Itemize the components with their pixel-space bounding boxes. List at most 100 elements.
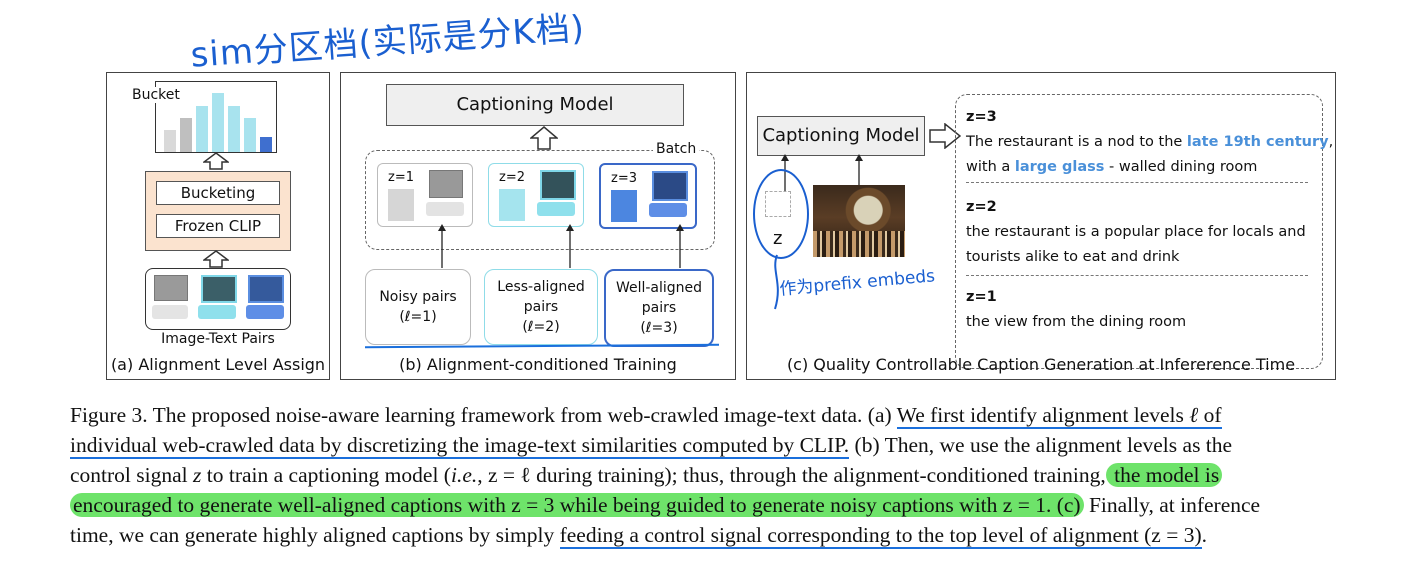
caption-text: encouraged to generate well-aligned capt… bbox=[73, 493, 1052, 517]
arrow-right-icon bbox=[929, 123, 961, 149]
image-icon bbox=[652, 171, 688, 201]
panel-b-caption: (b) Alignment-conditioned Training bbox=[399, 355, 677, 374]
caption-line-4: encouraged to generate well-aligned capt… bbox=[70, 490, 1260, 520]
output-captions-box: z=3 The restaurant is a nod to the late … bbox=[955, 94, 1333, 369]
z-label: z bbox=[773, 228, 783, 249]
caption-text: . bbox=[1201, 523, 1207, 547]
output-text: the restaurant is a popular place for lo… bbox=[966, 224, 1306, 240]
bucketing-box: Bucketing bbox=[156, 181, 280, 205]
output-z3: z=3 The restaurant is a nod to the late … bbox=[966, 105, 1333, 180]
pair-box-level: (ℓ=2) bbox=[522, 319, 560, 335]
image-icon bbox=[154, 275, 188, 301]
noisy-pairs-box: Noisy pairs (ℓ=1) bbox=[365, 269, 471, 345]
caption-text: Figure 3. The proposed noise-aware learn… bbox=[70, 403, 897, 427]
text-bubble-icon bbox=[649, 203, 687, 217]
pair-box-level: (ℓ=1) bbox=[399, 309, 437, 325]
caption-text: (b) Then, we use the alignment levels as… bbox=[849, 433, 1233, 457]
well-aligned-pairs-box: Well-aligned pairs (ℓ=3) bbox=[604, 269, 714, 347]
caption-line-2: individual web-crawled data by discretiz… bbox=[70, 430, 1232, 460]
caption-math: ℓ bbox=[1189, 403, 1199, 427]
output-divider bbox=[966, 275, 1308, 276]
pair-box-line: Noisy pairs bbox=[379, 289, 457, 305]
z-label: z=3 bbox=[611, 171, 637, 186]
output-text: tourists alike to eat and drink bbox=[966, 249, 1180, 265]
arrow-up-icon bbox=[203, 250, 229, 268]
bucket-bar bbox=[180, 117, 192, 152]
output-z2: z=2 the restaurant is a popular place fo… bbox=[966, 195, 1306, 270]
caption-text: , z = ℓ during training); thus, through … bbox=[477, 463, 1106, 487]
restaurant-photo bbox=[813, 185, 905, 257]
pen-stroke bbox=[774, 254, 779, 310]
clip-module: Bucketing Frozen CLIP bbox=[145, 171, 291, 251]
panel-a: Bucket Bucketing Frozen CLIP Image-Text … bbox=[106, 72, 330, 380]
batch-container bbox=[365, 150, 715, 250]
pair-box-line: Less-aligned bbox=[497, 279, 585, 295]
caption-math: z bbox=[193, 463, 202, 487]
z-label: z=2 bbox=[499, 170, 525, 185]
output-text: with a bbox=[966, 159, 1015, 175]
caption-text: to train a captioning model ( bbox=[201, 463, 451, 487]
bucket-bar bbox=[228, 105, 240, 152]
image-icon bbox=[611, 190, 637, 222]
caption-underlined: We first identify alignment levels ℓ of bbox=[896, 403, 1222, 429]
caption-line-1: Figure 3. The proposed noise-aware learn… bbox=[70, 400, 1222, 430]
output-text: The restaurant is a nod to the bbox=[966, 134, 1187, 150]
text-bubble-icon bbox=[246, 305, 284, 319]
caption-line-3: control signal z to train a captioning m… bbox=[70, 460, 1223, 490]
bucket-bar bbox=[212, 93, 224, 152]
bucket-bar bbox=[164, 130, 176, 152]
batch-item-z1: z=1 bbox=[377, 163, 473, 227]
captioning-model-box: Captioning Model bbox=[386, 84, 684, 126]
bucket-bar bbox=[196, 105, 208, 152]
panel-c: Captioning Model z 作为prefix embeds z=3 T… bbox=[746, 72, 1336, 380]
z-control-signal bbox=[753, 169, 809, 259]
z-placeholder-box bbox=[765, 191, 791, 217]
image-icon bbox=[248, 275, 284, 303]
bucket-chart: Bucket bbox=[130, 81, 277, 153]
photo-crowd bbox=[813, 231, 905, 257]
text-bubble-icon bbox=[198, 305, 236, 319]
caption-highlight: encouraged to generate well-aligned capt… bbox=[70, 493, 1084, 517]
output-highlight: late 19th century bbox=[1186, 134, 1329, 150]
bucket-bar bbox=[260, 136, 272, 152]
frozen-clip-box: Frozen CLIP bbox=[156, 214, 280, 238]
image-icon bbox=[201, 275, 237, 303]
pair-box-level: (ℓ=3) bbox=[640, 320, 678, 336]
output-text: , bbox=[1328, 134, 1334, 150]
output-text: - walled dining room bbox=[1104, 159, 1258, 175]
batch-item-z3: z=3 bbox=[599, 163, 697, 229]
image-icon bbox=[540, 170, 576, 200]
arrows-layer bbox=[438, 224, 684, 268]
arrow-up-icon bbox=[530, 126, 558, 150]
output-z-label: z=1 bbox=[966, 289, 997, 305]
output-z-label: z=3 bbox=[966, 109, 997, 125]
caption-text: control signal bbox=[70, 463, 194, 487]
handwritten-note-z: 作为prefix embeds bbox=[778, 266, 936, 300]
batch-item-z2: z=2 bbox=[488, 163, 584, 227]
z-label: z=1 bbox=[388, 170, 414, 185]
caption-highlight: the model is bbox=[1105, 463, 1223, 487]
caption-text: (c) bbox=[1051, 493, 1081, 517]
bucket-label: Bucket bbox=[130, 87, 182, 103]
handwritten-note-top: sim分区档(实际是分K档) bbox=[189, 8, 587, 76]
output-highlight: large glass bbox=[1014, 159, 1105, 175]
caption-underlined: individual web-crawled data by discretiz… bbox=[70, 433, 850, 459]
caption-italic: i.e. bbox=[450, 463, 478, 487]
caption-text: of bbox=[1198, 403, 1222, 427]
panel-a-caption: (a) Alignment Level Assign bbox=[110, 355, 326, 374]
image-icon bbox=[388, 189, 414, 221]
pair-box-line: pairs bbox=[523, 299, 559, 315]
caption-text: time, we can generate highly aligned cap… bbox=[70, 523, 560, 547]
pair-box-line: Well-aligned bbox=[615, 280, 703, 296]
batch-label: Batch bbox=[653, 141, 700, 157]
output-z1: z=1 the view from the dining room bbox=[966, 285, 1186, 335]
pair-box-line: pairs bbox=[641, 300, 677, 316]
caption-text: We first identify alignment levels bbox=[896, 403, 1190, 427]
text-bubble-icon bbox=[426, 202, 464, 216]
panel-c-caption: (c) Quality Controllable Caption Generat… bbox=[786, 355, 1296, 374]
bucket-bars bbox=[160, 90, 272, 152]
output-divider bbox=[966, 182, 1308, 183]
less-aligned-pairs-box: Less-aligned pairs (ℓ=2) bbox=[484, 269, 598, 345]
output-text: the view from the dining room bbox=[966, 314, 1187, 330]
caption-line-5: time, we can generate highly aligned cap… bbox=[70, 520, 1207, 550]
